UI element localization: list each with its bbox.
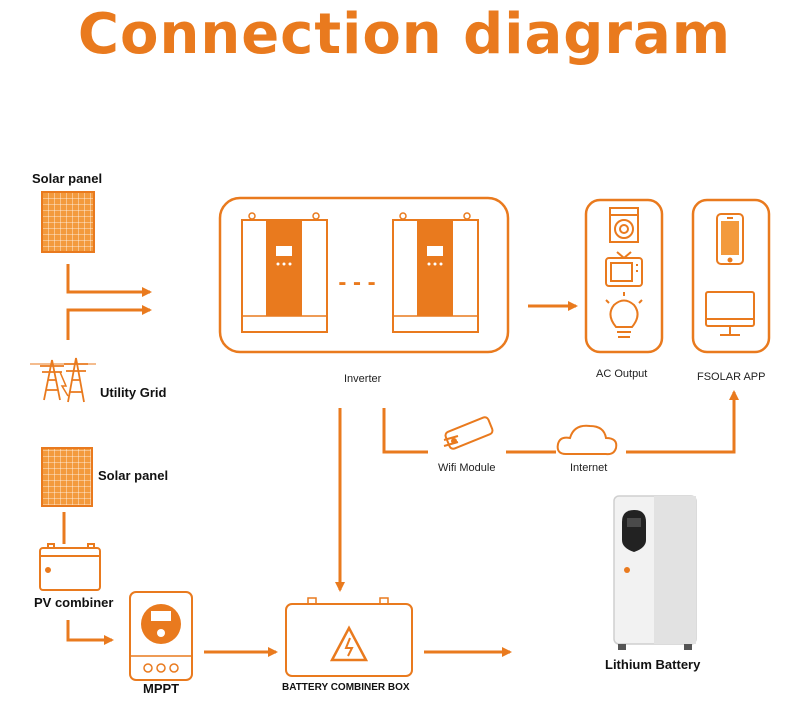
solar-to-inverter-connector	[66, 264, 152, 340]
washing-machine-icon	[609, 207, 639, 243]
ac-output-label: AC Output	[596, 368, 648, 380]
utility-grid-label: Utility Grid	[100, 385, 167, 400]
inverter-separator: - - -	[338, 269, 375, 296]
cloud-icon	[556, 424, 618, 456]
tv-icon	[605, 251, 643, 287]
internet-to-app-connector	[626, 390, 739, 454]
inverter-group-box	[218, 196, 510, 354]
solar-panel-icon	[41, 191, 95, 253]
mppt-label: MPPT	[143, 681, 180, 696]
inverter-icon	[241, 212, 328, 333]
inverter-label: Inverter	[344, 373, 382, 385]
monitor-icon	[705, 291, 755, 336]
light-bulb-icon	[605, 292, 643, 338]
smartphone-icon	[716, 213, 744, 265]
inverter-to-wifi-connector	[382, 408, 428, 454]
fsolar-app-label: FSOLAR APP	[697, 371, 766, 383]
mppt-icon	[129, 591, 193, 681]
pv-combiner-icon	[39, 543, 101, 591]
lithium-battery-label: Lithium Battery	[605, 657, 701, 672]
lithium-battery-icon	[613, 495, 697, 650]
ac-output-box	[584, 198, 664, 354]
diagram-title: Connection diagram	[77, 2, 732, 67]
wifi-module-label: Wifi Module	[438, 462, 496, 474]
solar-panel-icon	[41, 447, 93, 507]
fsolar-app-box	[691, 198, 771, 354]
solar-panel-top-label: Solar panel	[32, 171, 103, 186]
combiner-to-mppt-connector	[66, 620, 114, 645]
pv-combiner-label: PV combiner	[34, 595, 114, 610]
battery-combiner-box-icon	[285, 597, 413, 677]
internet-label: Internet	[570, 462, 608, 474]
battery-combiner-box-label: BATTERY COMBINER BOX	[282, 682, 410, 693]
solar-panel-bottom-label: Solar panel	[98, 468, 169, 483]
inverter-icon	[392, 212, 479, 333]
power-tower-icon	[30, 357, 96, 403]
wifi-module-icon	[443, 416, 494, 450]
